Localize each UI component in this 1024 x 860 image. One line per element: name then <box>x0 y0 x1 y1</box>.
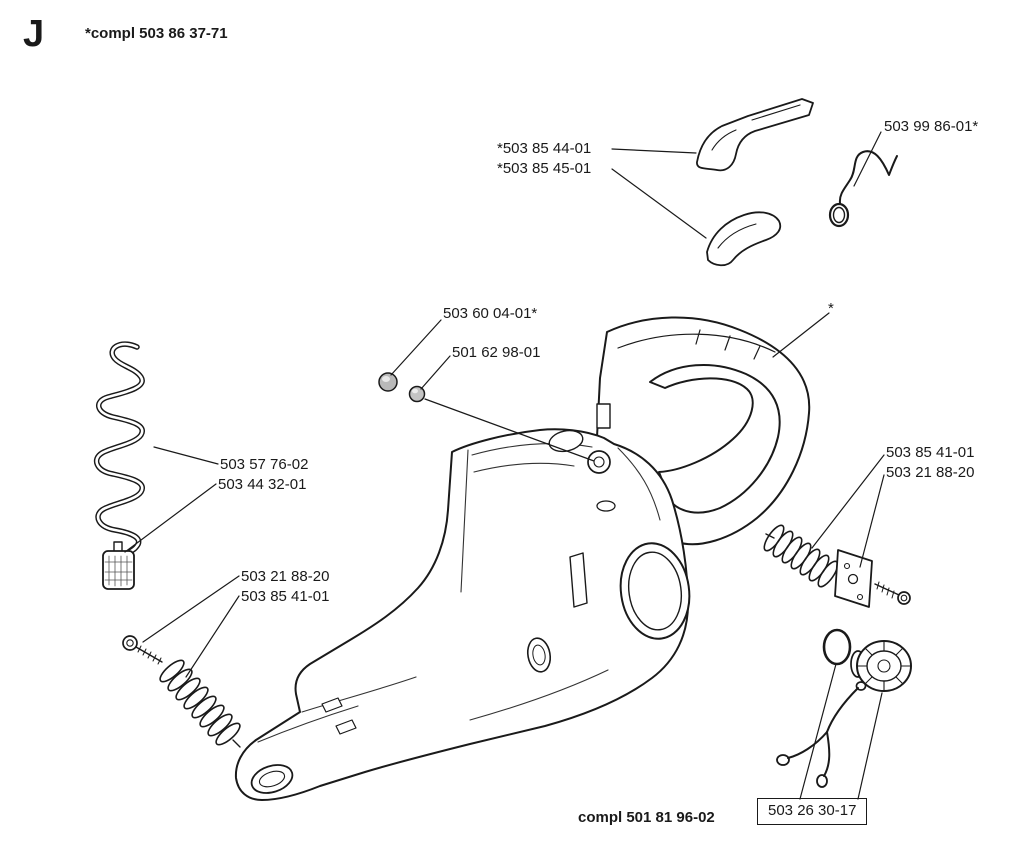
callout-wire: 503 99 86-01* <box>884 118 979 135</box>
callout-right-spring: 503 85 41-01 <box>886 444 975 461</box>
cap-retainer-part <box>776 681 867 788</box>
callout-fuel-filter: 503 44 32-01 <box>218 476 307 493</box>
spring-seat <box>587 450 611 474</box>
small-opening <box>526 637 552 673</box>
callout-plug-large: 503 60 04-01* <box>443 305 538 322</box>
plug-small-part <box>408 385 426 403</box>
clutch-opening <box>619 542 691 640</box>
grommet-detail <box>596 500 616 512</box>
slot-detail <box>569 552 588 608</box>
callout-throttle-trigger: *503 85 45-01 <box>497 160 592 177</box>
fuel-cap-part <box>850 640 912 692</box>
callout-tank-complete: compl 501 81 96-02 <box>578 809 715 826</box>
plug-large-part <box>378 372 398 392</box>
fuel-filter-part <box>102 541 135 590</box>
fuel-hose-part <box>93 341 145 561</box>
assembly-part-number: *compl 503 86 37-71 <box>85 25 228 42</box>
o-ring-part <box>822 628 852 666</box>
throttle-trigger-part <box>706 211 782 267</box>
callout-right-screw: 503 21 88-20 <box>886 464 975 481</box>
left-screw-part <box>122 635 163 665</box>
callout-fuel-hose: 503 57 76-02 <box>220 456 309 473</box>
callout-plug-small: 501 62 98-01 <box>452 344 541 361</box>
callout-throttle-lockout: *503 85 44-01 <box>497 140 592 157</box>
diagram-section-letter: J <box>23 13 45 55</box>
fuel-tank-part <box>234 428 691 801</box>
right-mount-plate-part <box>834 549 873 608</box>
leader-lines <box>124 131 885 800</box>
callout-left-spring: 503 85 41-01 <box>241 588 330 605</box>
callout-fuel-cap: 503 26 30-17 <box>757 798 868 825</box>
callout-rear-handle-asterisk: * <box>828 300 834 317</box>
throttle-lockout-part <box>696 98 814 172</box>
right-screw-part <box>874 581 911 605</box>
wire-part <box>828 150 898 228</box>
callout-left-screw: 503 21 88-20 <box>241 568 330 585</box>
right-spring-part <box>763 524 839 588</box>
left-spring-part <box>159 659 241 748</box>
